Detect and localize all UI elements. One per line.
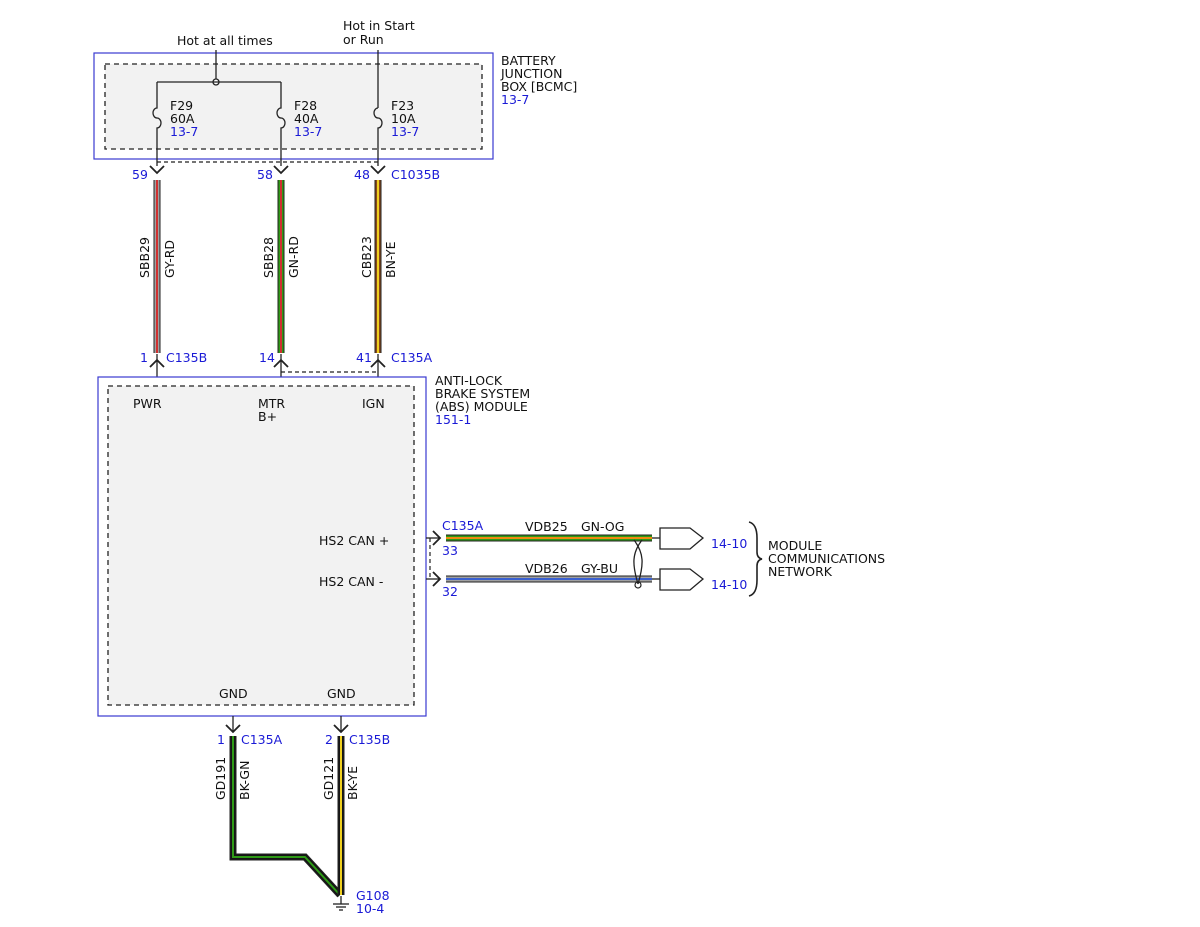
can-plus-ref: 14-10	[711, 536, 747, 551]
gnd-c135a-label: C135A	[241, 732, 283, 747]
fuse-f23-ref: 13-7	[391, 124, 419, 139]
ground-id: G108	[356, 888, 390, 903]
bjb-name-line1: BATTERY	[501, 53, 556, 68]
abs-pwr-label: PWR	[133, 396, 162, 411]
c135a-upper-label: C135A	[391, 350, 433, 365]
wire-vdb25-color: GN-OG	[581, 519, 624, 534]
c1035b-label: C1035B	[391, 167, 440, 182]
fuse-f23-id: F23	[391, 98, 414, 113]
abs-inner-border	[107, 385, 415, 706]
pin-58-arrow	[273, 165, 289, 175]
fuse-f29-id: F29	[170, 98, 193, 113]
bjb-inner-border	[104, 63, 483, 150]
pin-14-arrow	[273, 358, 289, 368]
can-minus-terminal	[659, 568, 705, 591]
wire-gd191-circuit: GD191	[213, 757, 228, 800]
bjb-name-line2: JUNCTION	[500, 66, 562, 81]
abs-b-plus-label: B+	[258, 409, 277, 424]
abs-name-line3: (ABS) MODULE	[435, 399, 528, 414]
wire-sbb29-circuit: SBB29	[137, 237, 152, 278]
pin-1-label: 1	[140, 350, 148, 365]
fuse-f28	[276, 82, 286, 166]
pin-48-label: 48	[354, 167, 370, 182]
pin-48-arrow	[370, 165, 386, 175]
c135a-can-label: C135A	[442, 518, 484, 533]
twisted-pair-symbol	[633, 539, 643, 589]
wire-vdb25-circuit: VDB25	[525, 519, 568, 534]
pin-59-label: 59	[132, 167, 148, 182]
hot-at-all-times-label: Hot at all times	[177, 33, 273, 48]
gnd-pin-2-arrow	[333, 724, 349, 734]
battery-junction-box	[93, 52, 494, 160]
bjb-ref: 13-7	[501, 92, 529, 107]
network-label-line2: COMMUNICATIONS	[768, 551, 885, 566]
wire-vdb26-circuit: VDB26	[525, 561, 568, 576]
pin-41-arrow	[370, 358, 386, 368]
network-label-line3: NETWORK	[768, 564, 833, 579]
pin-33-arrow	[432, 530, 442, 546]
hot-in-start-label: Hot in Start	[343, 18, 415, 33]
network-label-line1: MODULE	[768, 538, 822, 553]
wire-cbb23-circuit: CBB23	[359, 236, 374, 278]
wire-sbb28-circuit: SBB28	[261, 237, 276, 278]
abs-module	[97, 376, 427, 717]
pin-33-label: 33	[442, 543, 458, 558]
fuse-f28-ref: 13-7	[294, 124, 322, 139]
wire-gd191-color: BK-GN	[237, 761, 252, 800]
fuse-f23-rating: 10A	[391, 111, 416, 126]
pin-58-label: 58	[257, 167, 273, 182]
network-brace	[748, 521, 763, 597]
gnd-c135b-label: C135B	[349, 732, 390, 747]
gnd-pin-2-label: 2	[325, 732, 333, 747]
fuse-f29-ref: 13-7	[170, 124, 198, 139]
pin-41-label: 41	[356, 350, 372, 365]
abs-gnd2-label: GND	[327, 686, 356, 701]
abs-can-minus-label: HS2 CAN -	[319, 574, 383, 589]
ground-symbol	[333, 896, 349, 911]
bjb-name-line3: BOX [BCMC]	[501, 79, 577, 94]
gnd-pin-1-arrow	[225, 724, 241, 734]
c135b-upper-label: C135B	[166, 350, 207, 365]
wire-gd121-circuit: GD121	[321, 757, 336, 800]
wire-sbb29-color: GY-RD	[162, 240, 177, 278]
or-run-label: or Run	[343, 32, 384, 47]
fuse-f28-rating: 40A	[294, 111, 319, 126]
abs-name-line2: BRAKE SYSTEM	[435, 386, 530, 401]
wire-gd121-color: BK-YE	[345, 766, 360, 800]
gnd-pin-1-label: 1	[217, 732, 225, 747]
can-plus-terminal	[659, 527, 705, 550]
fuse-f28-id: F28	[294, 98, 317, 113]
abs-name-line1: ANTI-LOCK	[435, 373, 503, 388]
abs-ref: 151-1	[435, 412, 471, 427]
abs-can-plus-label: HS2 CAN +	[319, 533, 389, 548]
pin-1-arrow	[149, 358, 165, 368]
can-minus-ref: 14-10	[711, 577, 747, 592]
pin-32-arrow	[432, 571, 442, 587]
wire-cbb23-color: BN-YE	[383, 241, 398, 278]
fuse-f23	[373, 107, 383, 166]
wire-vdb26-color: GY-BU	[581, 561, 618, 576]
wire-gd191	[229, 736, 343, 898]
pin-59-arrow	[149, 165, 165, 175]
fuse-f29	[152, 82, 162, 166]
wire-sbb28-color: GN-RD	[286, 236, 301, 278]
fuse-f29-rating: 60A	[170, 111, 195, 126]
pin-32-label: 32	[442, 584, 458, 599]
ground-ref: 10-4	[356, 901, 384, 916]
abs-gnd1-label: GND	[219, 686, 248, 701]
abs-mtr-label: MTR	[258, 396, 285, 411]
abs-ign-label: IGN	[362, 396, 385, 411]
pin-14-label: 14	[259, 350, 275, 365]
